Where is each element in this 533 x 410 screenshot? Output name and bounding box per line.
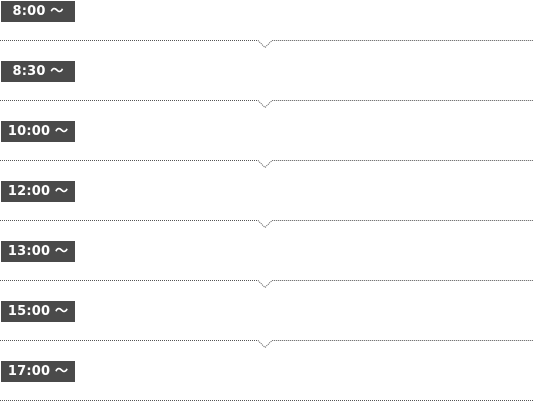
time-label: 8:30 ～ <box>1 61 75 82</box>
divider-arrow <box>0 280 533 289</box>
time-label: 13:00 ～ <box>1 241 75 262</box>
divider-arrow <box>0 100 533 109</box>
time-label: 8:00 ～ <box>1 1 75 22</box>
divider-arrow <box>0 220 533 229</box>
time-label: 12:00 ～ <box>1 181 75 202</box>
divider-line <box>0 400 533 401</box>
divider-arrow <box>0 160 533 169</box>
divider-arrow <box>0 340 533 349</box>
divider-arrow <box>0 40 533 49</box>
time-label: 17:00 ～ <box>1 361 75 382</box>
time-label: 15:00 ～ <box>1 301 75 322</box>
time-label: 10:00 ～ <box>1 121 75 142</box>
